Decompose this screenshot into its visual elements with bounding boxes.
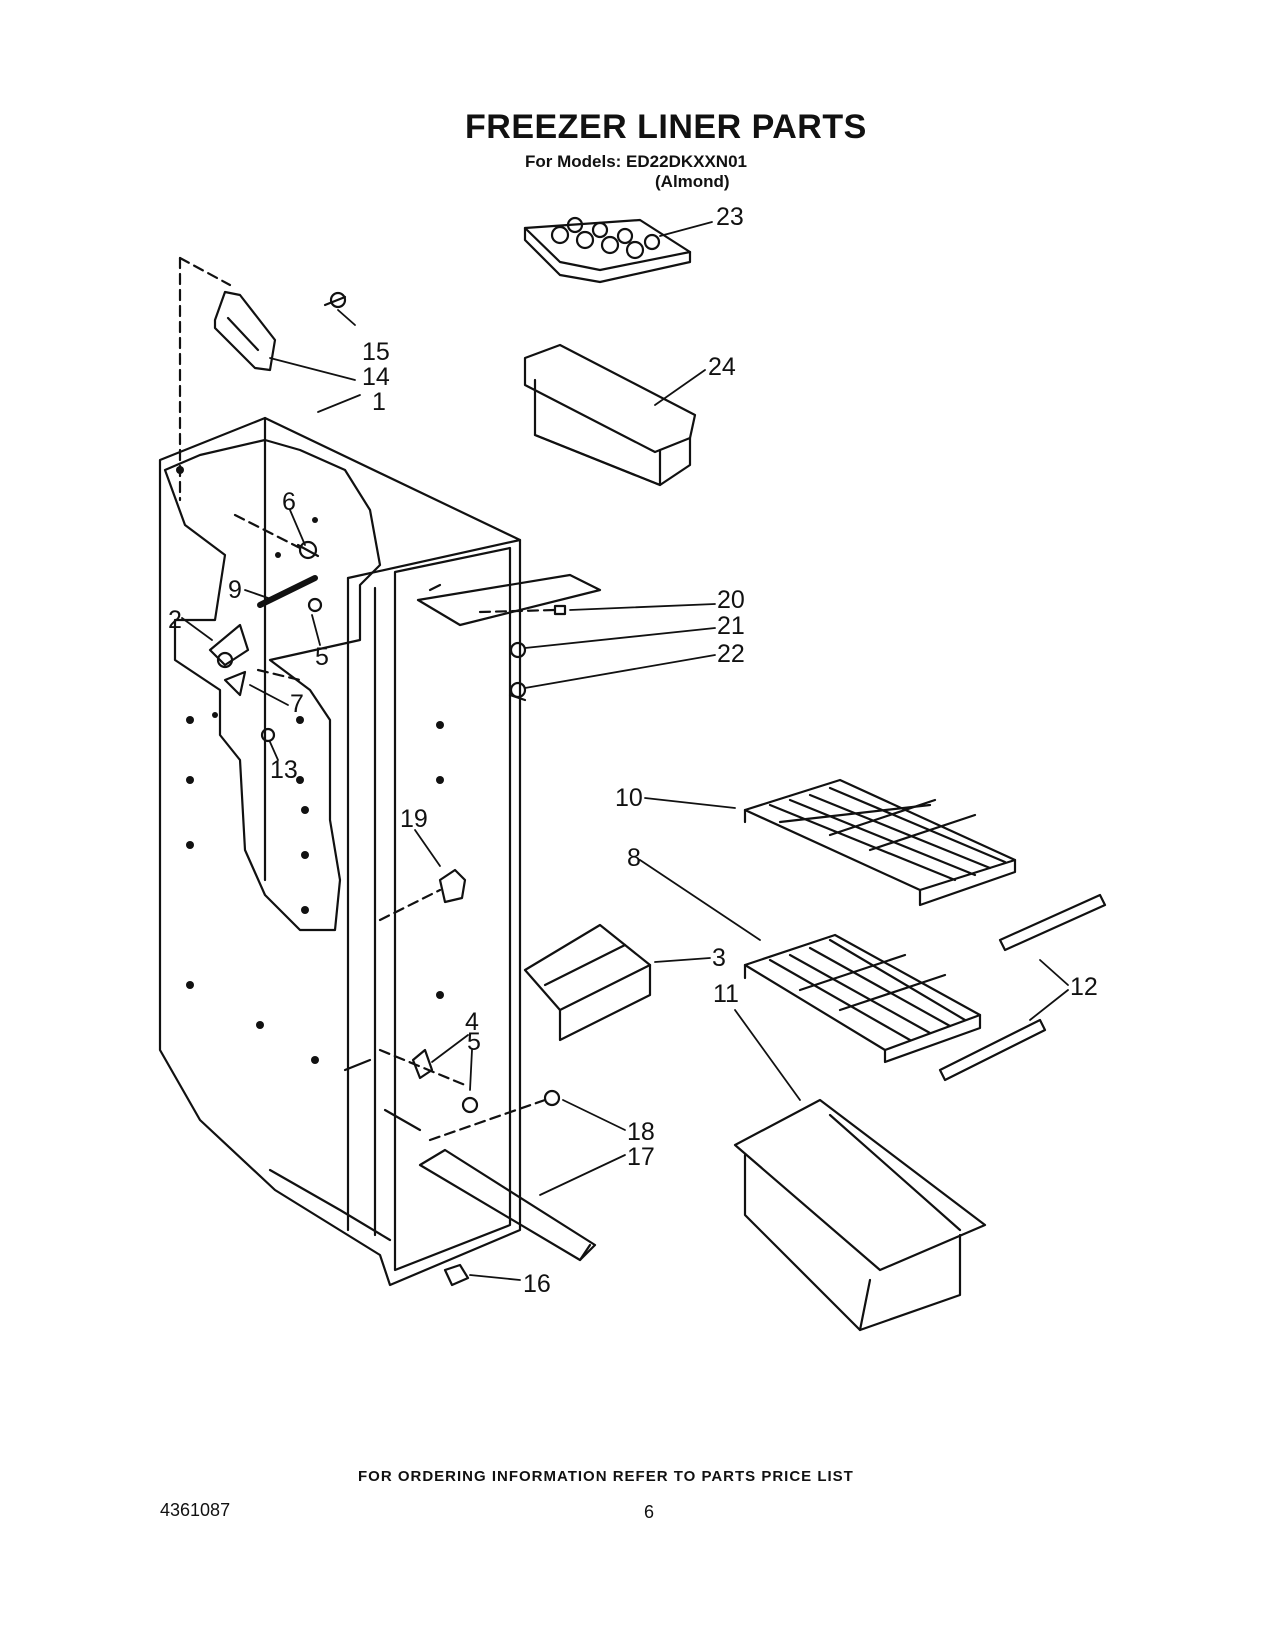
callout-8: 8 — [627, 844, 641, 872]
callout-12: 12 — [1070, 973, 1098, 1001]
callout-23: 23 — [716, 203, 744, 231]
callout-5-upper: 5 — [315, 643, 329, 671]
ordering-note: FOR ORDERING INFORMATION REFER TO PARTS … — [358, 1468, 854, 1485]
callout-4: 4 — [465, 1008, 479, 1036]
callout-17: 17 — [627, 1143, 655, 1171]
callout-16: 16 — [523, 1270, 551, 1298]
callout-1: 1 — [372, 388, 386, 416]
callout-22: 22 — [717, 640, 745, 668]
callout-18: 18 — [627, 1118, 655, 1146]
callout-13: 13 — [270, 756, 298, 784]
wire-shelf-lower — [743, 933, 982, 1064]
callout-labels: 23 24 15 14 1 6 9 2 5 7 13 19 20 21 22 1… — [168, 203, 1098, 1298]
hanger-bracket — [178, 256, 347, 502]
callout-21: 21 — [717, 612, 745, 640]
mounting-parts — [208, 513, 323, 743]
part-20-22-fasteners — [416, 573, 602, 702]
callout-19: 19 — [400, 805, 428, 833]
ice-bucket — [523, 343, 697, 487]
model-color: (Almond) — [655, 172, 730, 191]
lower-fasteners — [378, 1048, 479, 1114]
ice-tray — [523, 216, 692, 284]
shelf-bracket — [523, 923, 652, 1042]
page-title: FREEZER LINER PARTS — [465, 108, 867, 146]
callout-6: 6 — [282, 488, 296, 516]
base-bracket — [383, 1089, 597, 1287]
document-number: 4361087 — [160, 1500, 231, 1520]
model-number: For Models: ED22DKXXN01 — [525, 152, 747, 171]
callout-2: 2 — [168, 606, 182, 634]
liner-holes — [176, 466, 444, 1064]
wire-shelf-upper — [743, 778, 1017, 907]
callout-3: 3 — [712, 944, 726, 972]
callout-7: 7 — [290, 690, 304, 718]
callout-10: 10 — [615, 784, 643, 812]
callout-15: 15 — [362, 338, 390, 366]
shelf-rails — [938, 893, 1107, 1082]
callout-9: 9 — [228, 576, 242, 604]
callout-24: 24 — [708, 353, 736, 381]
callout-20: 20 — [717, 586, 745, 614]
page-number: 6 — [644, 1502, 655, 1522]
callout-5-lower: 5 — [467, 1028, 481, 1056]
callout-11: 11 — [713, 980, 739, 1008]
freezer-basket — [733, 1098, 987, 1332]
callout-14: 14 — [362, 363, 390, 391]
leader-lines — [181, 221, 1069, 1281]
part-19-clip — [438, 868, 467, 904]
freezer-liner — [158, 416, 522, 1287]
